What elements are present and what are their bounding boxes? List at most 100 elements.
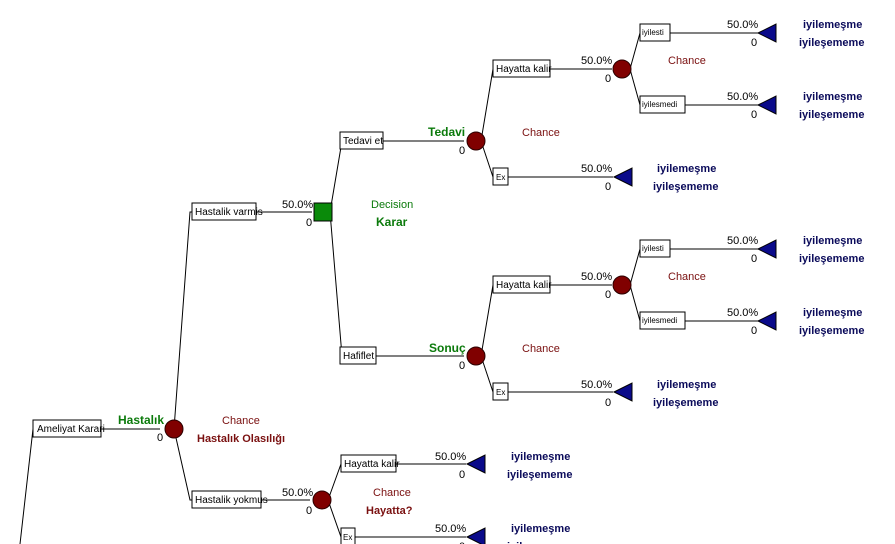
node-name-hastalik: Hastalık <box>118 413 164 427</box>
svg-text:iyilesmedi: iyilesmedi <box>642 100 677 109</box>
node-type-chance: Chance <box>373 487 411 499</box>
svg-text:iyilesti: iyilesti <box>642 28 664 37</box>
svg-text:50.0%: 50.0% <box>727 19 758 31</box>
svg-text:iyilemeşme: iyilemeşme <box>803 235 862 247</box>
svg-text:0: 0 <box>157 432 163 444</box>
svg-text:iyileşememe: iyileşememe <box>799 37 864 49</box>
terminal-node[interactable] <box>756 23 777 43</box>
branch-hastalik-yokmus[interactable]: Hastalik yokmus <box>191 490 268 509</box>
svg-text:iyilemeşme: iyilemeşme <box>657 163 716 175</box>
svg-text:Hayatta kalir: Hayatta kalir <box>344 459 400 470</box>
svg-text:Ex: Ex <box>496 173 505 182</box>
node-name-sonuc: Sonuç <box>429 341 466 355</box>
svg-text:Hastalik yokmus: Hastalik yokmus <box>195 495 268 506</box>
branch-yokmus-ex[interactable]: Ex <box>340 527 356 544</box>
chance-node-sonuc-hayatta[interactable] <box>612 275 632 295</box>
svg-text:0: 0 <box>751 109 757 121</box>
svg-text:0: 0 <box>751 325 757 337</box>
branch-tedavi-et[interactable]: Tedavi et <box>339 131 384 150</box>
svg-text:0: 0 <box>306 217 312 229</box>
svg-text:Tedavi et: Tedavi et <box>343 136 383 147</box>
svg-text:iyileşememe: iyileşememe <box>653 397 718 409</box>
svg-text:iyileşememe: iyileşememe <box>653 181 718 193</box>
svg-text:50.0%: 50.0% <box>581 379 612 391</box>
svg-text:0: 0 <box>751 253 757 265</box>
node-subtitle-hastalik-olasiligi: Hastalık Olasılığı <box>197 433 285 445</box>
svg-text:0: 0 <box>605 73 611 85</box>
branch-tedavi-iyilesti[interactable]: iyilesti <box>639 23 671 42</box>
chance-node-hastalik[interactable] <box>164 419 184 439</box>
svg-text:iyilemeşme: iyilemeşme <box>511 523 570 535</box>
svg-text:Ex: Ex <box>343 533 352 542</box>
chance-node-hayatta[interactable] <box>312 490 332 510</box>
node-type-chance: Chance <box>522 127 560 139</box>
svg-text:Hastalik varmis: Hastalik varmis <box>195 207 263 218</box>
svg-text:iyilemeşme: iyilemeşme <box>803 19 862 31</box>
root-label: Ameliyat Karari <box>37 424 105 435</box>
svg-text:iyileşememe: iyileşememe <box>799 109 864 121</box>
svg-text:50.0%: 50.0% <box>727 235 758 247</box>
svg-text:iyileşememe: iyileşememe <box>507 541 572 544</box>
terminal-node[interactable] <box>465 454 486 474</box>
chance-node-tedavi[interactable] <box>466 131 486 151</box>
terminal-node[interactable] <box>756 95 777 115</box>
node-type-chance: Chance <box>222 415 260 427</box>
node-type-chance: Chance <box>668 271 706 283</box>
svg-text:Hayatta kalir: Hayatta kalir <box>496 64 552 75</box>
svg-text:50.0%: 50.0% <box>581 55 612 67</box>
svg-text:50.0%: 50.0% <box>282 199 313 211</box>
terminal-node[interactable] <box>756 311 777 331</box>
branch-hafiflet[interactable]: Hafiflet <box>339 346 377 365</box>
svg-text:Hayatta kalir: Hayatta kalir <box>496 280 552 291</box>
node-subtitle-karar: Karar <box>376 215 408 229</box>
svg-text:50.0%: 50.0% <box>435 451 466 463</box>
svg-text:iyileşememe: iyileşememe <box>507 469 572 481</box>
svg-text:iyileşememe: iyileşememe <box>799 253 864 265</box>
svg-text:50.0%: 50.0% <box>282 487 313 499</box>
decision-node-karar[interactable] <box>313 202 333 222</box>
svg-text:50.0%: 50.0% <box>727 91 758 103</box>
branch-tedavi-hayatta-kalir[interactable]: Hayatta kalir <box>492 59 552 78</box>
branch-sonuc-ex[interactable]: Ex <box>492 382 509 401</box>
terminal-node[interactable] <box>612 167 633 187</box>
svg-text:50.0%: 50.0% <box>581 271 612 283</box>
svg-text:0: 0 <box>605 397 611 409</box>
branch-yokmus-hayatta-kalir[interactable]: Hayatta kalir <box>340 454 400 473</box>
branch-hastalik-varmis[interactable]: Hastalik varmis <box>191 202 263 221</box>
branch-values: 50.0% 0 50.0% 0 0 0 0 50.0% 0 50.0% 0 50… <box>157 19 758 544</box>
node-type-chance: Chance <box>668 55 706 67</box>
svg-text:0: 0 <box>605 181 611 193</box>
terminal-labels: iyilemeşme iyileşememe iyilemeşme iyileş… <box>507 19 864 544</box>
svg-text:0: 0 <box>459 360 465 372</box>
svg-text:iyilemeşme: iyilemeşme <box>511 451 570 463</box>
svg-text:0: 0 <box>459 541 465 544</box>
branch-sonuc-hayatta-kalir[interactable]: Hayatta kalir <box>492 275 552 294</box>
svg-text:iyilesmedi: iyilesmedi <box>642 316 677 325</box>
terminal-node[interactable] <box>612 382 633 402</box>
svg-text:iyilemeşme: iyilemeşme <box>657 379 716 391</box>
svg-text:iyileşememe: iyileşememe <box>799 325 864 337</box>
svg-text:50.0%: 50.0% <box>727 307 758 319</box>
svg-text:Ex: Ex <box>496 388 505 397</box>
svg-text:0: 0 <box>306 505 312 517</box>
node-type-chance: Chance <box>522 343 560 355</box>
branch-tedavi-ex[interactable]: Ex <box>492 167 509 186</box>
svg-text:0: 0 <box>605 289 611 301</box>
terminal-node[interactable] <box>756 239 777 259</box>
branch-sonuc-iyilesti[interactable]: iyilesti <box>639 239 671 258</box>
branch-tedavi-iyilesmedi[interactable]: iyilesmedi <box>639 95 686 114</box>
node-type-decision: Decision <box>371 199 413 211</box>
root-label-box[interactable]: Ameliyat Karari <box>32 419 105 438</box>
node-name-tedavi: Tedavi <box>428 125 465 139</box>
svg-text:iyilemeşme: iyilemeşme <box>803 307 862 319</box>
branch-sonuc-iyilesmedi[interactable]: iyilesmedi <box>639 311 686 330</box>
svg-text:iyilesti: iyilesti <box>642 244 664 253</box>
svg-text:iyilemeşme: iyilemeşme <box>803 91 862 103</box>
terminal-node[interactable] <box>465 527 486 544</box>
svg-text:0: 0 <box>459 145 465 157</box>
svg-text:0: 0 <box>751 37 757 49</box>
chance-node-sonuc[interactable] <box>466 346 486 366</box>
chance-node-tedavi-hayatta[interactable] <box>612 59 632 79</box>
svg-text:50.0%: 50.0% <box>435 523 466 535</box>
